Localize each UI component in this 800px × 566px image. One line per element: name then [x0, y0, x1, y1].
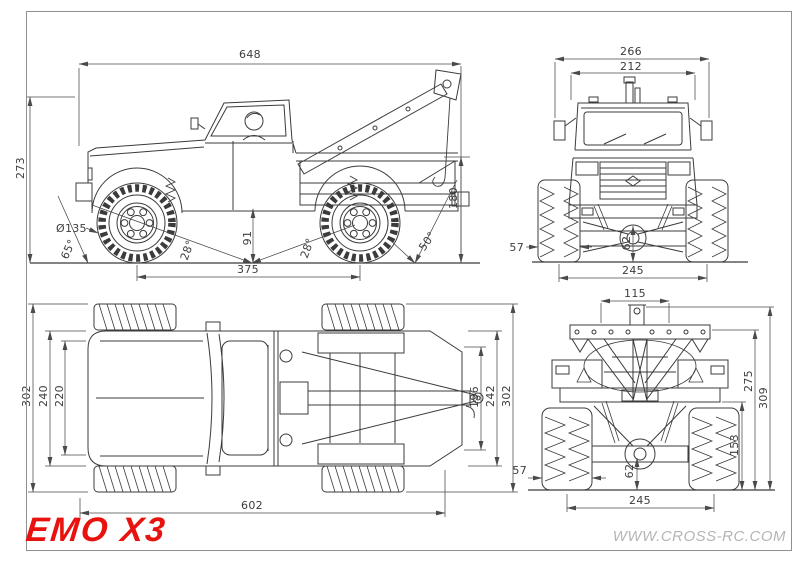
- dim-side-ground-clearance: 91: [241, 231, 254, 246]
- dim-front-overall-width: 266: [620, 45, 642, 58]
- dim-top-cab-width: 220: [53, 385, 66, 407]
- dim-front-cab-width: 212: [620, 60, 642, 73]
- dim-top-body-width: 240: [37, 385, 50, 407]
- front-view: 266 212 57 62 245: [509, 45, 748, 282]
- dim-rear-track-width: 245: [629, 494, 651, 507]
- dim-rear-boom-height: 275: [742, 370, 755, 392]
- dim-side-wheelbase: 375: [237, 263, 259, 276]
- rear-view-truck-drawing: [528, 304, 775, 491]
- dim-rear-bed-floor-height: 153: [728, 434, 741, 456]
- top-view: 302 240 220 196 242 302 602: [20, 303, 518, 517]
- dim-front-tire-width: 57: [509, 241, 524, 254]
- dim-rear-boom-mount-width: 115: [624, 287, 646, 300]
- border-frame: [26, 11, 792, 551]
- dim-rear-overall-height: 309: [757, 387, 770, 409]
- dim-top-overall-width-rear: 302: [500, 385, 513, 407]
- rear-view-dimension-lines: [528, 298, 774, 512]
- dim-rear-axle-clearance: 62: [623, 464, 636, 479]
- dim-side-overall-length: 648: [239, 48, 261, 61]
- front-view-dimension-lines: [526, 56, 710, 282]
- dim-top-bed-outer-width: 242: [484, 385, 497, 407]
- dim-front-track-width: 245: [622, 264, 644, 277]
- dim-side-bed-height: 180: [447, 187, 460, 209]
- brand-logo: EMO X3: [24, 511, 169, 549]
- dim-side-overall-height: 273: [14, 157, 27, 179]
- side-view: 648 273 Ø135 65° 28° 28° 91 375 180 50°: [14, 48, 480, 281]
- website-url: WWW.CROSS-RC.COM: [612, 528, 786, 545]
- side-view-dimension-lines: [27, 61, 470, 281]
- dim-front-axle-clearance: 62: [620, 236, 633, 251]
- top-view-dimension-lines: [28, 303, 518, 517]
- dim-top-overall-length: 602: [241, 499, 263, 512]
- rear-view: 115 275 309 153 57 62 245: [512, 287, 775, 512]
- dim-rear-tire-width: 57: [512, 464, 527, 477]
- dim-side-tire-diameter: Ø135: [56, 222, 87, 235]
- top-view-truck-drawing: [87, 303, 484, 493]
- dim-top-bed-inner-width: 196: [468, 386, 481, 408]
